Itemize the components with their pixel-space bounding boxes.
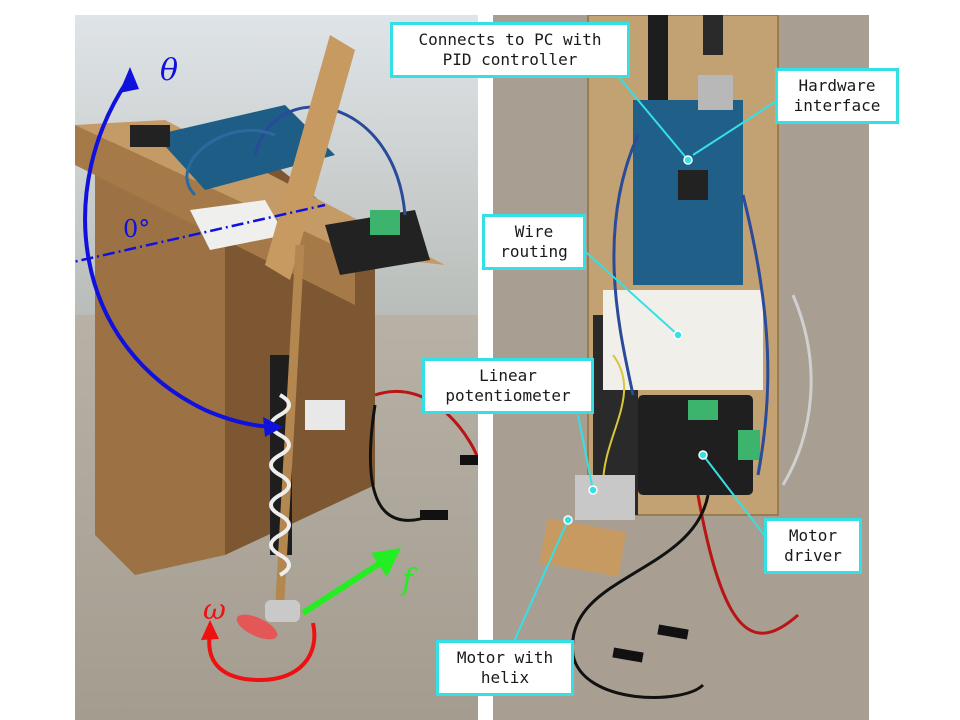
wire-connector: [460, 455, 478, 465]
theta-arrowhead-bottom: [263, 417, 283, 437]
pointer-line-wire: [577, 244, 679, 336]
terminal-block-top: [688, 400, 718, 420]
pointer-dot-wire: [673, 330, 683, 340]
callout-motor-with-helix: Motor with helix: [436, 640, 574, 696]
left-photo: θ 0° ω f: [75, 15, 478, 720]
pointer-dot-pc: [683, 155, 693, 165]
callout-wire-line1: Wire: [514, 222, 554, 241]
red-wire: [374, 390, 478, 461]
breadboard: [603, 290, 763, 390]
wooden-box-front: [95, 125, 225, 575]
callout-driver-line1: Motor: [788, 526, 838, 545]
right-photo-drawing: [493, 15, 869, 720]
callout-motor-driver: Motor driver: [764, 518, 862, 574]
force-arrowhead: [371, 548, 401, 577]
omega-arrowhead: [201, 620, 219, 640]
propeller: [236, 614, 278, 640]
pointer-dot-motor: [563, 515, 573, 525]
pointer-line-pot: [577, 414, 594, 491]
pointer-dot-pot: [588, 485, 598, 495]
pointer-line-driver: [702, 454, 769, 541]
pendulum-rod: [275, 244, 305, 601]
grey-cable: [781, 294, 813, 486]
callout-hardware-interface: Hardware interface: [775, 68, 899, 124]
usb-cable: [648, 15, 668, 105]
theta-arrowhead-top: [119, 67, 139, 93]
wire-connector: [657, 624, 689, 640]
callout-pc-line1: Connects to PC with: [418, 30, 602, 49]
callout-driver-line2: driver: [784, 546, 842, 565]
zero-reference-line: [75, 203, 326, 263]
terminal-block: [370, 210, 400, 235]
theta-symbol: θ: [160, 53, 179, 88]
zero-degree-symbol: 0°: [123, 215, 151, 243]
pointer-line-pc: [612, 69, 689, 161]
microcontroller-chip: [678, 170, 708, 200]
force-symbol: f: [402, 563, 414, 598]
omega-arc: [207, 622, 317, 683]
potentiometer-bracket: [575, 475, 635, 520]
pointer-dot-driver: [698, 450, 708, 460]
blue-wire-2: [741, 194, 770, 476]
callout-motor-line1: Motor with: [456, 648, 554, 667]
usb-plug: [703, 15, 723, 55]
arduino-board: [155, 105, 335, 190]
blue-wire: [612, 134, 640, 396]
callout-wire-routing: Wire routing: [482, 214, 586, 270]
callout-hardware-line1: Hardware: [798, 76, 876, 95]
right-photo: [493, 15, 869, 720]
terminal-block-side: [738, 430, 760, 460]
label-tag: [305, 400, 345, 430]
blue-wire-2: [185, 128, 276, 197]
wire-connector-2: [420, 510, 448, 520]
left-photo-drawing: [75, 15, 478, 720]
usb-plug: [130, 125, 170, 147]
red-wire: [696, 494, 799, 635]
motor-driver-board: [325, 210, 430, 275]
usb-port: [698, 75, 733, 110]
callout-pot-line2: potentiometer: [445, 386, 571, 405]
pointer-line-hardware: [692, 99, 779, 156]
callout-motor-line2: helix: [480, 668, 530, 687]
pointer-line-motor: [507, 519, 569, 656]
motor-driver-board: [638, 395, 753, 495]
callout-linear-potentiometer: Linear potentiometer: [422, 358, 594, 414]
theta-arc: [83, 75, 279, 429]
callout-pc-line2: PID controller: [442, 50, 578, 69]
callout-pot-line1: Linear: [479, 366, 537, 385]
callout-hardware-line2: interface: [793, 96, 881, 115]
callout-pc-connection: Connects to PC with PID controller: [390, 22, 630, 78]
callout-wire-line2: routing: [500, 242, 568, 261]
motor: [265, 600, 300, 622]
force-arrow-line: [301, 557, 387, 616]
yellow-wire: [602, 354, 626, 486]
omega-symbol: ω: [203, 593, 226, 626]
clothespin: [265, 35, 355, 280]
wire-connector-2: [612, 647, 644, 663]
